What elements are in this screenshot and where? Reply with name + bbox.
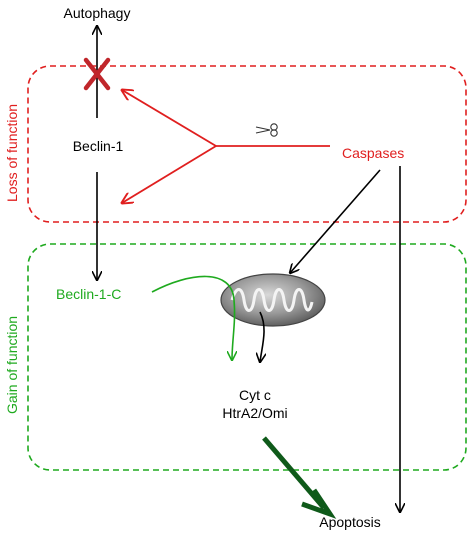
htra2-omi-label: HtrA2/Omi bbox=[222, 405, 288, 421]
cytc-label: Cyt c bbox=[239, 387, 271, 403]
caspases-to-mitochondrion-arrow bbox=[290, 169, 381, 273]
scissors-icon bbox=[255, 123, 278, 137]
cytc-to-apoptosis-arrowhead bbox=[301, 488, 337, 519]
x-mark-icon bbox=[83, 57, 111, 91]
gain-of-function-label: Gain of function bbox=[4, 315, 20, 414]
apoptosis-label: Apoptosis bbox=[319, 514, 381, 530]
loss-of-function-label: Loss of function bbox=[4, 103, 20, 202]
beclin1c-label: Beclin-1-C bbox=[56, 286, 122, 302]
autophagy-label: Autophagy bbox=[63, 5, 131, 21]
mitochondrion-icon bbox=[220, 273, 326, 327]
cytc-to-apoptosis-arrow bbox=[262, 436, 326, 510]
beclin1c-to-mitochondrion-arrow bbox=[151, 275, 235, 360]
cleavage-arrow-lower bbox=[122, 145, 217, 203]
cleavage-arrow-upper bbox=[122, 90, 217, 147]
gain-of-function-box bbox=[27, 243, 467, 471]
mitochondrion-release-arrow bbox=[260, 311, 264, 362]
caspases-label: Caspases bbox=[342, 145, 405, 161]
loss-of-function-box bbox=[27, 65, 467, 223]
beclin1-label: Beclin-1 bbox=[72, 138, 124, 154]
